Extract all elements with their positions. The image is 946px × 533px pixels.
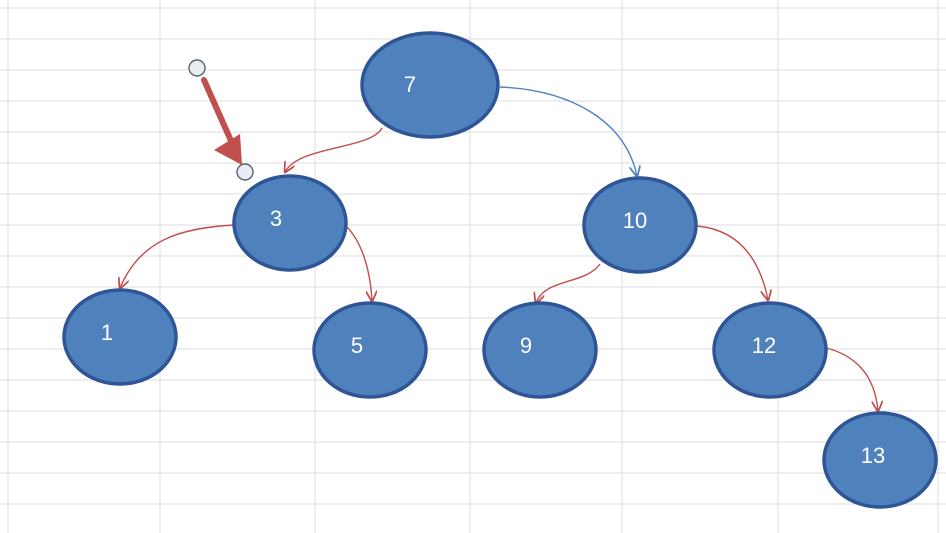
edge-10-to-12 — [696, 225, 768, 300]
tree-node-3[interactable]: 3 — [232, 174, 348, 272]
edge-3-to-5 — [345, 225, 372, 301]
node-label: 13 — [861, 443, 885, 468]
tree-node-1[interactable]: 1 — [62, 288, 178, 386]
node-label: 12 — [752, 333, 776, 358]
tree-nodes: 7 3 10 1 5 9 1 — [62, 31, 938, 509]
edge-10-to-9 — [536, 263, 601, 303]
edge-12-to-13 — [825, 347, 878, 411]
edge-7-to-3 — [285, 127, 383, 172]
tree-node-7[interactable]: 7 — [360, 31, 500, 139]
tree-edges — [120, 86, 878, 411]
tree-node-9[interactable]: 9 — [482, 301, 598, 399]
pointer-start-handle[interactable] — [188, 59, 206, 77]
node-label: 7 — [404, 72, 416, 97]
node-label: 10 — [623, 208, 647, 233]
tree-node-10[interactable]: 10 — [582, 176, 698, 274]
node-label: 9 — [520, 333, 532, 358]
pointer-end-handle[interactable] — [236, 163, 254, 181]
tree-node-12[interactable]: 12 — [712, 301, 828, 399]
node-label: 3 — [270, 206, 282, 231]
edge-7-to-10 — [499, 86, 637, 176]
pointer-arrow[interactable] — [188, 59, 254, 181]
node-label: 5 — [351, 333, 363, 358]
edge-3-to-1 — [120, 224, 235, 288]
node-label: 1 — [101, 320, 113, 345]
tree-node-13[interactable]: 13 — [822, 411, 938, 509]
tree-node-5[interactable]: 5 — [312, 301, 428, 399]
pointer-arrow-head — [214, 134, 242, 165]
